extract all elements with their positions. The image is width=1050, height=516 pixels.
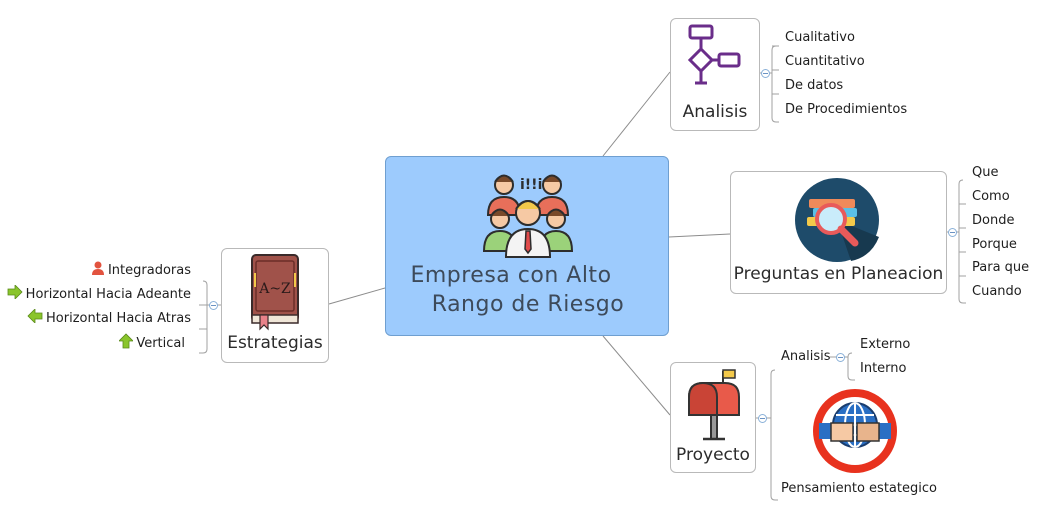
proyecto-node[interactable]: Proyecto (670, 362, 756, 473)
preguntas-item[interactable]: Como (972, 189, 1010, 204)
estrategias-node[interactable]: A~Z Estrategias (221, 248, 329, 363)
preguntas-item[interactable]: Porque (972, 237, 1017, 252)
estrategias-item[interactable]: Vertical (118, 333, 185, 354)
arrow-right-icon (7, 284, 23, 304)
analisis-item[interactable]: Cualitativo (785, 30, 855, 45)
estrategias-item-label: Horizontal Hacia Atras (46, 311, 191, 326)
estrategias-item-label: Integradoras (107, 263, 191, 278)
proyecto-label: Proyecto (676, 445, 750, 465)
dictionary-book-icon: A~Z (246, 253, 304, 335)
preguntas-node[interactable]: Preguntas en Planeacion (730, 171, 947, 294)
arrow-left-icon (27, 308, 43, 328)
analisis-label: Analisis (682, 102, 748, 122)
central-title-line1: Empresa con Alto (410, 263, 612, 288)
proyecto-analisis-label[interactable]: Analisis (781, 349, 831, 364)
analisis-collapse-toggle[interactable] (761, 69, 770, 78)
estrategias-item[interactable]: Integradoras (91, 261, 191, 280)
proyecto-analisis-item[interactable]: Interno (860, 361, 907, 376)
estrategias-item-label: Vertical (136, 336, 185, 351)
arrow-up-icon (118, 333, 135, 354)
preguntas-item[interactable]: Cuando (972, 284, 1022, 299)
book-text: A~Z (258, 281, 291, 297)
preguntas-item[interactable]: Que (972, 165, 999, 180)
person-icon (91, 261, 105, 280)
preguntas-item[interactable]: Donde (972, 213, 1015, 228)
central-title-line2: Rango de Riesgo (431, 292, 625, 317)
flowchart-icon (687, 23, 743, 91)
svg-text:i!!i: i!!i (520, 177, 542, 193)
pensamiento-estategico-label[interactable]: Pensamiento estategico (781, 481, 937, 496)
estrategias-item[interactable]: Horizontal Hacia Atras (27, 308, 191, 328)
central-topic[interactable]: i!!i Empresa con Alto Rango de Rie (385, 156, 669, 336)
estrategias-item[interactable]: Horizontal Hacia Adeante (7, 284, 191, 304)
mailbox-icon (685, 367, 743, 447)
proyecto-collapse-toggle[interactable] (758, 414, 767, 423)
preguntas-collapse-toggle[interactable] (948, 228, 957, 237)
proyecto-analisis-collapse-toggle[interactable] (836, 353, 845, 362)
preguntas-label: Preguntas en Planeacion (733, 264, 944, 284)
books-magnifier-icon (791, 177, 883, 267)
estrategias-label: Estrategias (227, 333, 323, 353)
preguntas-item[interactable]: Para que (972, 260, 1030, 275)
estrategias-collapse-toggle[interactable] (209, 301, 218, 310)
team-people-icon: i!!i (480, 167, 576, 265)
proyecto-analisis-item[interactable]: Externo (860, 337, 911, 352)
estrategias-item-label: Horizontal Hacia Adeante (25, 287, 191, 302)
analisis-node[interactable]: Analisis (670, 18, 760, 131)
analisis-item[interactable]: Cuantitativo (785, 54, 865, 69)
analisis-item[interactable]: De datos (785, 78, 844, 93)
globe-handshake-icon (811, 385, 899, 479)
analisis-item[interactable]: De Procedimientos (785, 102, 908, 117)
